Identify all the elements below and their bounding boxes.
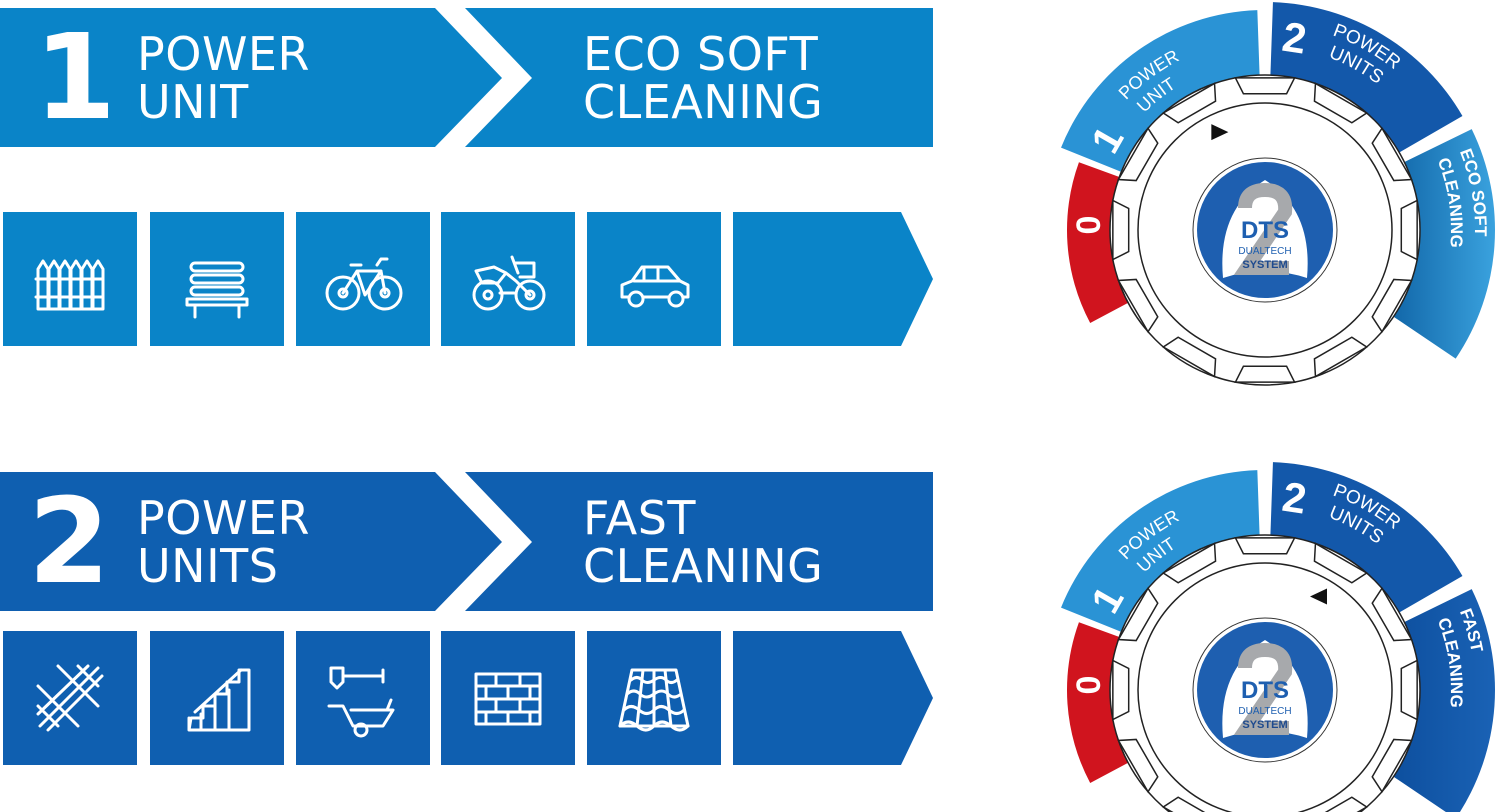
knob-grip	[1371, 278, 1413, 334]
label-line: UNITS	[137, 539, 279, 593]
knob-grip	[1117, 278, 1159, 334]
decking-icon	[36, 664, 104, 732]
power-unit-label: POWER UNITS	[137, 494, 310, 590]
label-line: ECO SOFT	[583, 27, 819, 81]
knob-grip	[1371, 586, 1413, 642]
arrow-tile	[733, 212, 933, 346]
fence-icon	[34, 259, 105, 311]
bicycle-icon	[325, 257, 403, 311]
pointer-triangle-icon	[1211, 124, 1229, 141]
application-tile	[441, 212, 575, 346]
knob-grip	[1112, 659, 1130, 721]
application-tile	[3, 631, 137, 765]
knob-grip	[1117, 586, 1159, 642]
label-line: UNIT	[137, 75, 249, 129]
knob-grip	[1112, 199, 1130, 261]
knob-grip	[1371, 738, 1413, 794]
knob-grip	[1313, 82, 1369, 124]
stairs-icon	[187, 668, 251, 732]
knob-grip	[1161, 82, 1217, 124]
application-tile	[441, 631, 575, 765]
dts-logo: DTS DUALTECH SYSTEM	[1192, 617, 1338, 763]
cleaning-mode-label: ECO SOFT CLEANING	[583, 30, 823, 126]
knob-grip	[1234, 365, 1296, 383]
logo-brand: DTS	[1241, 677, 1289, 704]
roof-tiles-icon	[618, 668, 690, 732]
knob-grip	[1117, 738, 1159, 794]
logo-line2: SYSTEM	[1242, 259, 1287, 271]
logo-line1: DUALTECH	[1238, 706, 1291, 717]
knob-grip	[1234, 77, 1296, 95]
logo-digit-graphic	[1233, 182, 1293, 275]
label-line: POWER	[137, 27, 310, 81]
cleaning-mode-label: FAST CLEANING	[583, 494, 823, 590]
application-tile	[296, 212, 430, 346]
fast-mode-banner: 2 POWER UNITS FAST CLEANING	[0, 472, 940, 611]
car-icon	[620, 265, 690, 308]
application-tile	[3, 212, 137, 346]
knob-grip	[1234, 537, 1296, 555]
two-power-units-segment[interactable]	[1270, 462, 1463, 613]
pointer-triangle-icon	[1310, 588, 1327, 605]
knob-grip	[1324, 796, 1369, 812]
logo-brand: DTS	[1241, 217, 1289, 244]
label-line: FAST	[583, 491, 697, 545]
one-power-unit-segment[interactable]	[1061, 470, 1260, 634]
cleaning-mode-segment[interactable]	[1391, 589, 1495, 812]
power-unit-label: POWER UNIT	[137, 30, 310, 126]
application-tile	[587, 212, 721, 346]
knob-grip	[1161, 336, 1217, 378]
brick-wall-icon	[474, 672, 542, 726]
application-tile	[150, 212, 284, 346]
label-line: CLEANING	[583, 539, 824, 593]
knob-grip	[1400, 199, 1418, 261]
application-tile	[587, 631, 721, 765]
dts-logo: DTS DUALTECH SYSTEM	[1192, 157, 1338, 303]
knob-grip	[1161, 796, 1206, 812]
banner-arrows	[0, 8, 933, 147]
one-power-unit-segment[interactable]	[1061, 10, 1260, 174]
application-tile	[296, 631, 430, 765]
two-power-units-segment[interactable]	[1270, 2, 1463, 153]
knob-grip	[1313, 336, 1369, 378]
motorcycle-icon	[472, 255, 546, 311]
off-label: 0	[1070, 216, 1108, 235]
knob-grip	[1371, 126, 1413, 182]
application-tile	[150, 631, 284, 765]
garden-tools-icon	[327, 666, 395, 738]
label-line: CLEANING	[583, 75, 824, 129]
logo-digit-graphic	[1233, 642, 1293, 735]
power-unit-count: 1	[34, 8, 117, 146]
knob-grip	[1313, 542, 1369, 584]
power-unit-count: 2	[28, 472, 111, 610]
knob-grip	[1161, 542, 1217, 584]
label-line: POWER	[137, 491, 310, 545]
logo-line1: DUALTECH	[1238, 246, 1291, 257]
cleaning-mode-segment[interactable]	[1391, 129, 1495, 359]
arrow-tile	[733, 631, 933, 765]
banner-arrows	[0, 472, 933, 611]
eco-mode-banner: 1 POWER UNIT ECO SOFT CLEANING	[0, 8, 940, 147]
off-label: 0	[1070, 676, 1108, 695]
knob-grip	[1400, 659, 1418, 721]
knob-grip	[1117, 126, 1159, 182]
bench-icon	[185, 261, 249, 319]
logo-line2: SYSTEM	[1242, 719, 1287, 731]
